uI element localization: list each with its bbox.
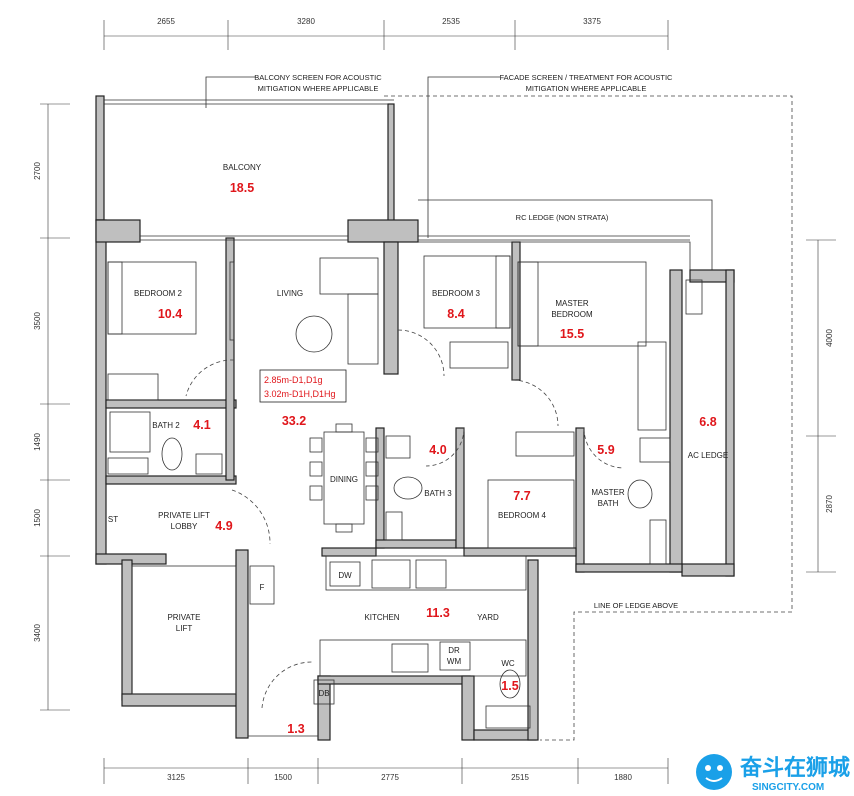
door-swings bbox=[185, 329, 625, 709]
room-balcony: BALCONY 18.5 bbox=[223, 163, 262, 195]
db-label: DB bbox=[318, 689, 329, 698]
kitchen-area: 11.3 bbox=[426, 606, 450, 620]
bath3-label: BATH 3 bbox=[424, 489, 452, 498]
ceiling-height-box: 2.85m-D1,D1g 3.02m-D1H,D1Hg bbox=[259, 369, 347, 403]
drwm-label-2: WM bbox=[447, 657, 462, 666]
bedroom3-area: 8.4 bbox=[447, 307, 464, 321]
room-private-lift: PRIVATE LIFT bbox=[167, 613, 200, 633]
dimension-top: 2655 3280 2535 3375 bbox=[103, 17, 669, 50]
note-facade-line2: MITIGATION WHERE APPLICABLE bbox=[526, 84, 647, 93]
dim-bottom-4: 2515 bbox=[511, 773, 529, 782]
dim-bottom-3: 2775 bbox=[381, 773, 399, 782]
room-bath-2: BATH 2 4.1 bbox=[152, 418, 210, 432]
dim-top-3: 2535 bbox=[442, 17, 460, 26]
master-bath-label-1: MASTER bbox=[591, 488, 625, 497]
wc-area: 1.5 bbox=[501, 679, 518, 693]
private-lift-label-2: LIFT bbox=[176, 624, 193, 633]
dim-left-4: 1500 bbox=[33, 509, 42, 527]
room-master-bedroom: MASTER BEDROOM 15.5 bbox=[551, 299, 593, 341]
dim-bottom-5: 1880 bbox=[614, 773, 632, 782]
furniture bbox=[107, 255, 671, 729]
kitchen-label: KITCHEN bbox=[364, 613, 399, 622]
walls bbox=[95, 95, 735, 741]
dim-right-1: 4000 bbox=[825, 329, 834, 347]
logo-sub: SINGCITY.COM bbox=[752, 782, 824, 793]
entrance-area: 1.3 bbox=[287, 722, 304, 736]
note-facade-line1: FACADE SCREEN / TREATMENT FOR ACOUSTIC bbox=[500, 73, 674, 82]
room-bedroom-2: BEDROOM 2 10.4 bbox=[134, 289, 183, 321]
room-wc: WC 1.5 bbox=[501, 659, 518, 693]
master-bedroom-area: 15.5 bbox=[560, 327, 584, 341]
bath3-area: 4.0 bbox=[429, 443, 446, 457]
master-bedroom-label-1: MASTER bbox=[555, 299, 589, 308]
room-kitchen: KITCHEN 11.3 bbox=[364, 606, 449, 622]
dim-left-1: 2700 bbox=[33, 162, 42, 180]
master-bedroom-label-2: BEDROOM bbox=[551, 310, 593, 319]
dimension-bottom: 3125 1500 2775 2515 1880 bbox=[103, 758, 669, 784]
room-bedroom-3: BEDROOM 3 8.4 bbox=[432, 289, 481, 321]
note-balcony-line1: BALCONY SCREEN FOR ACOUSTIC bbox=[254, 73, 382, 82]
lift-lobby-area: 4.9 bbox=[215, 519, 232, 533]
dim-left-3: 1490 bbox=[33, 433, 42, 451]
wc-label: WC bbox=[501, 659, 515, 668]
room-bedroom-4: 7.7 BEDROOM 4 bbox=[498, 489, 547, 520]
singcity-logo: 奋斗在狮城 SINGCITY.COM bbox=[696, 754, 850, 793]
drwm-label-1: DR bbox=[448, 646, 460, 655]
note-line-of-ledge: LINE OF LEDGE ABOVE bbox=[594, 601, 678, 610]
lift-lobby-label-1: PRIVATE LIFT bbox=[158, 511, 210, 520]
lift-lobby-label-2: LOBBY bbox=[171, 522, 198, 531]
dim-top-1: 2655 bbox=[157, 17, 175, 26]
bedroom2-label: BEDROOM 2 bbox=[134, 289, 183, 298]
yard-label: YARD bbox=[477, 613, 499, 622]
dimension-right: 4000 2870 bbox=[806, 239, 836, 573]
balcony-area: 18.5 bbox=[230, 181, 254, 195]
logo-text: 奋斗在狮城 bbox=[739, 755, 850, 780]
bath2-area: 4.1 bbox=[193, 418, 210, 432]
dim-left-5: 3400 bbox=[33, 624, 42, 642]
ac-ledge-label: AC LEDGE bbox=[688, 451, 728, 460]
room-bath-3: 4.0 BATH 3 bbox=[424, 443, 452, 498]
note-facade-screen: FACADE SCREEN / TREATMENT FOR ACOUSTIC M… bbox=[427, 73, 674, 238]
room-private-lift-lobby: PRIVATE LIFT LOBBY 4.9 bbox=[158, 511, 233, 533]
note-balcony-line2: MITIGATION WHERE APPLICABLE bbox=[258, 84, 379, 93]
master-bath-area: 5.9 bbox=[597, 443, 614, 457]
master-bath-label-2: BATH bbox=[598, 499, 619, 508]
room-ac-ledge: 6.8 AC LEDGE bbox=[688, 415, 728, 460]
st-label: ST bbox=[108, 515, 118, 524]
ac-ledge-area: 6.8 bbox=[699, 415, 716, 429]
dim-bottom-1: 3125 bbox=[167, 773, 185, 782]
balcony-label: BALCONY bbox=[223, 163, 262, 172]
bath2-label: BATH 2 bbox=[152, 421, 180, 430]
dim-top-4: 3375 bbox=[583, 17, 601, 26]
note-rc-ledge: RC LEDGE (NON STRATA) bbox=[516, 213, 609, 222]
glazing bbox=[140, 235, 703, 565]
private-lift-label-1: PRIVATE bbox=[167, 613, 200, 622]
dim-left-2: 3500 bbox=[33, 312, 42, 330]
living-label: LIVING bbox=[277, 289, 303, 298]
dim-right-2: 2870 bbox=[825, 495, 834, 513]
note-balcony-screen: BALCONY SCREEN FOR ACOUSTIC MITIGATION W… bbox=[205, 73, 382, 108]
dim-top-2: 3280 bbox=[297, 17, 315, 26]
ceiling-height-2: 3.02m-D1H,D1Hg bbox=[264, 389, 336, 399]
bedroom4-area: 7.7 bbox=[513, 489, 530, 503]
dw-label: DW bbox=[338, 571, 352, 580]
living-dining-area: 33.2 bbox=[282, 414, 306, 428]
dining-label: DINING bbox=[330, 475, 358, 484]
dimension-left: 2700 3500 1490 1500 3400 bbox=[33, 103, 70, 711]
ceiling-height-1: 2.85m-D1,D1g bbox=[264, 375, 323, 385]
bedroom2-area: 10.4 bbox=[158, 307, 182, 321]
dim-bottom-2: 1500 bbox=[274, 773, 292, 782]
bedroom3-label: BEDROOM 3 bbox=[432, 289, 481, 298]
room-master-bath: 5.9 MASTER BATH bbox=[591, 443, 625, 508]
f-label: F bbox=[260, 583, 265, 592]
bedroom4-label: BEDROOM 4 bbox=[498, 511, 547, 520]
